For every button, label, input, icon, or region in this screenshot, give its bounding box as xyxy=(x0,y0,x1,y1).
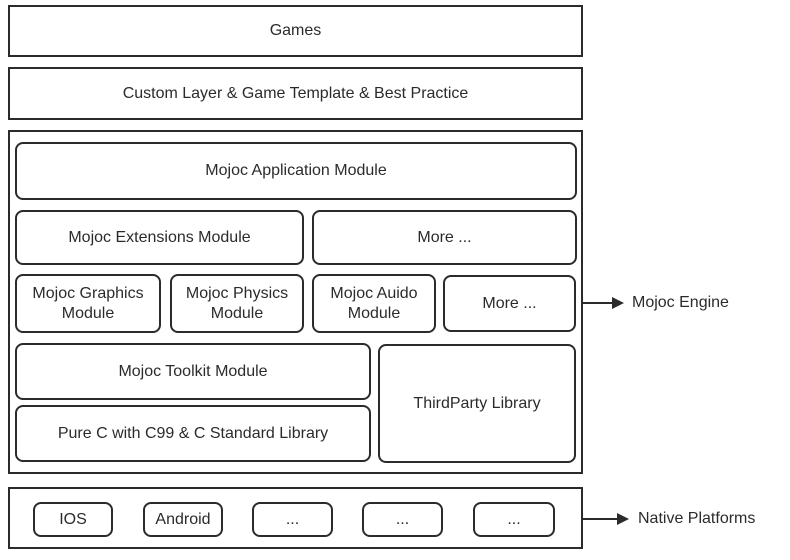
layer-games: Games xyxy=(8,5,583,57)
module-more-row3-label: More ... xyxy=(482,294,537,312)
platforms-arrow-line xyxy=(583,518,618,520)
layer-games-label: Games xyxy=(269,22,322,40)
module-thirdparty: ThirdParty Library xyxy=(378,344,576,463)
module-thirdparty-label: ThirdParty Library xyxy=(413,394,541,412)
platform-android: Android xyxy=(143,502,223,537)
module-physics-label: Mojoc Physics Module xyxy=(185,285,289,322)
engine-side-label: Mojoc Engine xyxy=(632,294,729,311)
module-more-row2: More ... xyxy=(312,210,577,265)
module-physics: Mojoc Physics Module xyxy=(170,274,304,333)
layer-custom-template: Custom Layer & Game Template & Best Prac… xyxy=(8,67,583,120)
module-extensions: Mojoc Extensions Module xyxy=(15,210,304,265)
layer-custom-template-label: Custom Layer & Game Template & Best Prac… xyxy=(122,84,469,102)
platform-other-3: ... xyxy=(473,502,555,537)
platform-other-3-label: ... xyxy=(507,510,521,528)
platform-android-label: Android xyxy=(155,510,211,528)
engine-arrowhead-icon xyxy=(612,297,624,309)
module-toolkit-label: Mojoc Toolkit Module xyxy=(118,362,268,380)
platform-other-2-label: ... xyxy=(395,510,410,528)
module-pure-c-label: Pure C with C99 & C Standard Library xyxy=(57,424,329,442)
module-audio-label: Mojoc Auido Module xyxy=(330,285,418,322)
module-application: Mojoc Application Module xyxy=(15,142,577,200)
module-extensions-label: Mojoc Extensions Module xyxy=(68,228,251,246)
platforms-side-label: Native Platforms xyxy=(638,510,756,527)
module-graphics: Mojoc Graphics Module xyxy=(15,274,161,333)
platforms-arrowhead-icon xyxy=(617,513,629,525)
module-audio: Mojoc Auido Module xyxy=(312,274,436,333)
module-graphics-label: Mojoc Graphics Module xyxy=(32,285,144,322)
engine-arrow-line xyxy=(583,302,613,304)
module-toolkit: Mojoc Toolkit Module xyxy=(15,343,371,400)
module-application-label: Mojoc Application Module xyxy=(205,162,387,180)
platform-ios-label: IOS xyxy=(59,510,87,528)
module-more-row3: More ... xyxy=(443,275,576,332)
platform-other-1: ... xyxy=(252,502,333,537)
module-pure-c: Pure C with C99 & C Standard Library xyxy=(15,405,371,462)
platform-other-2: ... xyxy=(362,502,443,537)
platform-ios: IOS xyxy=(33,502,113,537)
module-more-row2-label: More ... xyxy=(417,228,472,246)
platform-other-1-label: ... xyxy=(285,510,300,528)
